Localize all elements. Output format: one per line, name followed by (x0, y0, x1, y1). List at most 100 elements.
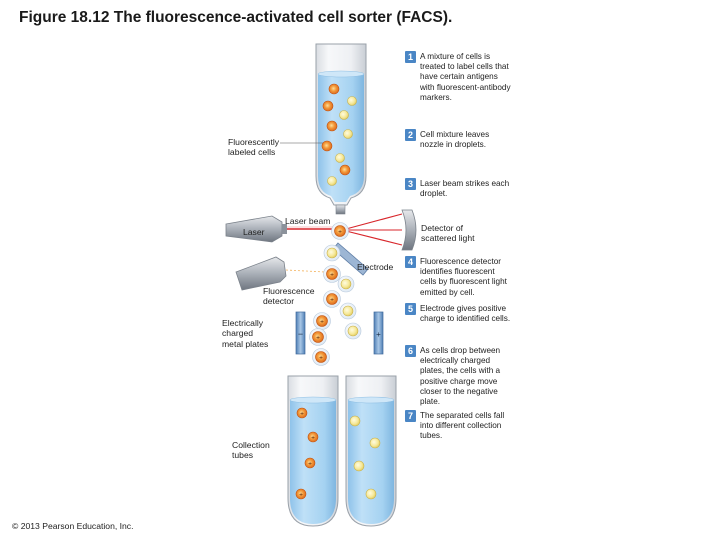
label-charged-metal-plates: Electrically charged metal plates (222, 318, 268, 349)
positive-charge-sign: + (300, 411, 304, 418)
collection-tube-left (287, 375, 339, 527)
step-text: As cells drop between electrically charg… (420, 346, 501, 407)
fluorescent-cell: + (296, 407, 308, 419)
unlabeled-cell (369, 437, 381, 449)
label-line: charged (222, 328, 254, 339)
positive-charge-sign: + (308, 461, 312, 468)
positive-plate-sign: + (376, 330, 381, 339)
step-text: Fluorescence detector identifies fluores… (420, 257, 507, 297)
label-line: Collection (232, 440, 270, 450)
fluorescent-cell: + (307, 431, 319, 443)
step-text: Cell mixture leaves nozzle in droplets. (420, 130, 490, 150)
step-badge: 1 (405, 51, 416, 63)
cell-body (369, 437, 381, 449)
cell-body (334, 225, 346, 237)
fluorescent-cell: + (323, 290, 341, 308)
fluorescent-cell (328, 83, 340, 95)
fluorescent-cell: + (312, 348, 330, 366)
cells-layer: + + + + + + + + + + (295, 83, 381, 500)
cell-body (296, 407, 308, 419)
figure-title: Figure 18.12 The fluorescence-activated … (19, 9, 453, 26)
cell-body (353, 460, 365, 472)
cell-body (304, 457, 316, 469)
positive-plate (373, 311, 384, 355)
cell-body (335, 153, 345, 163)
cell-body (343, 129, 353, 139)
fluorescent-cell (322, 100, 334, 112)
cell-body (342, 305, 354, 317)
fluorescent-cell: + (313, 312, 331, 330)
step-text: The separated cells fall into different … (420, 411, 505, 441)
fluorescent-cell: + (323, 265, 341, 283)
sample-tube (315, 43, 367, 215)
positive-charge-sign: + (311, 435, 315, 442)
fluorescent-cell: + (304, 457, 316, 469)
fluorescent-cell: + (309, 328, 327, 346)
label-line: Fluorescence (263, 286, 315, 296)
fluorescent-cell: + (331, 222, 349, 240)
fluorescent-light-path (285, 269, 326, 273)
unlabeled-cell (343, 129, 353, 139)
cell-body (312, 331, 324, 343)
unlabeled-cell (353, 460, 365, 472)
cell-body (326, 247, 338, 259)
unlabeled-cell (335, 153, 345, 163)
laser-beam (287, 226, 334, 230)
cell-body (347, 325, 359, 337)
label-laser-beam: Laser beam (285, 216, 331, 226)
cell-body (339, 110, 349, 120)
fluorescent-cell (321, 140, 333, 152)
step-text: A mixture of cells is treated to label c… (420, 52, 511, 102)
positive-charge-sign: + (319, 355, 323, 362)
unlabeled-cell (349, 415, 361, 427)
positive-charge-sign: + (330, 297, 334, 304)
step-badge: 3 (405, 178, 416, 190)
unlabeled-cell (365, 488, 377, 500)
step-text: Laser beam strikes each droplet. (420, 179, 510, 199)
cell-body (322, 100, 334, 112)
cell-body (316, 315, 328, 327)
scattered-light-rays (345, 213, 403, 246)
unlabeled-cell (337, 275, 355, 293)
step-text: Electrode gives positive charge to ident… (420, 304, 511, 324)
step-badge: 4 (405, 256, 416, 268)
label-line: Fluorescently (228, 137, 280, 147)
label-collection-tubes: Collection tubes (232, 440, 270, 461)
positive-charge-sign: + (320, 319, 324, 326)
negative-plate (295, 311, 306, 355)
cell-body (326, 293, 338, 305)
unlabeled-cell (347, 96, 357, 106)
cell-body (321, 140, 333, 152)
fluorescent-cell (326, 120, 338, 132)
label-line: Electrically (222, 318, 264, 328)
label-laser: Laser (243, 227, 265, 237)
cell-body (326, 268, 338, 280)
negative-plate-sign: − (298, 329, 303, 339)
unlabeled-cell (344, 322, 362, 340)
cell-body (295, 488, 307, 500)
label-detector-scattered-light: Detector of scattered light (421, 223, 475, 244)
cell-body (347, 96, 357, 106)
copyright: © 2013 Pearson Education, Inc. (12, 521, 134, 531)
fluorescence-detector-device (235, 256, 287, 291)
unlabeled-cell (323, 244, 341, 262)
step-badge: 2 (405, 129, 416, 141)
cell-body (315, 351, 327, 363)
cell-body (327, 176, 337, 186)
positive-charge-sign: + (338, 229, 342, 236)
label-fluorescently-labeled-cells: Fluorescently labeled cells (228, 137, 279, 158)
label-line: scattered light (421, 233, 475, 244)
fluorescent-cell (339, 164, 351, 176)
unlabeled-cell (327, 176, 337, 186)
step-badge: 6 (405, 345, 416, 357)
cell-body (328, 83, 340, 95)
collection-tube-right (345, 375, 397, 527)
positive-charge-sign: + (299, 492, 303, 499)
label-fluorescence-detector: Fluorescence detector (263, 286, 315, 307)
unlabeled-cell (339, 110, 349, 120)
cell-body (365, 488, 377, 500)
label-line: tubes (232, 450, 254, 461)
step-badge: 5 (405, 303, 416, 315)
cell-body (340, 278, 352, 290)
